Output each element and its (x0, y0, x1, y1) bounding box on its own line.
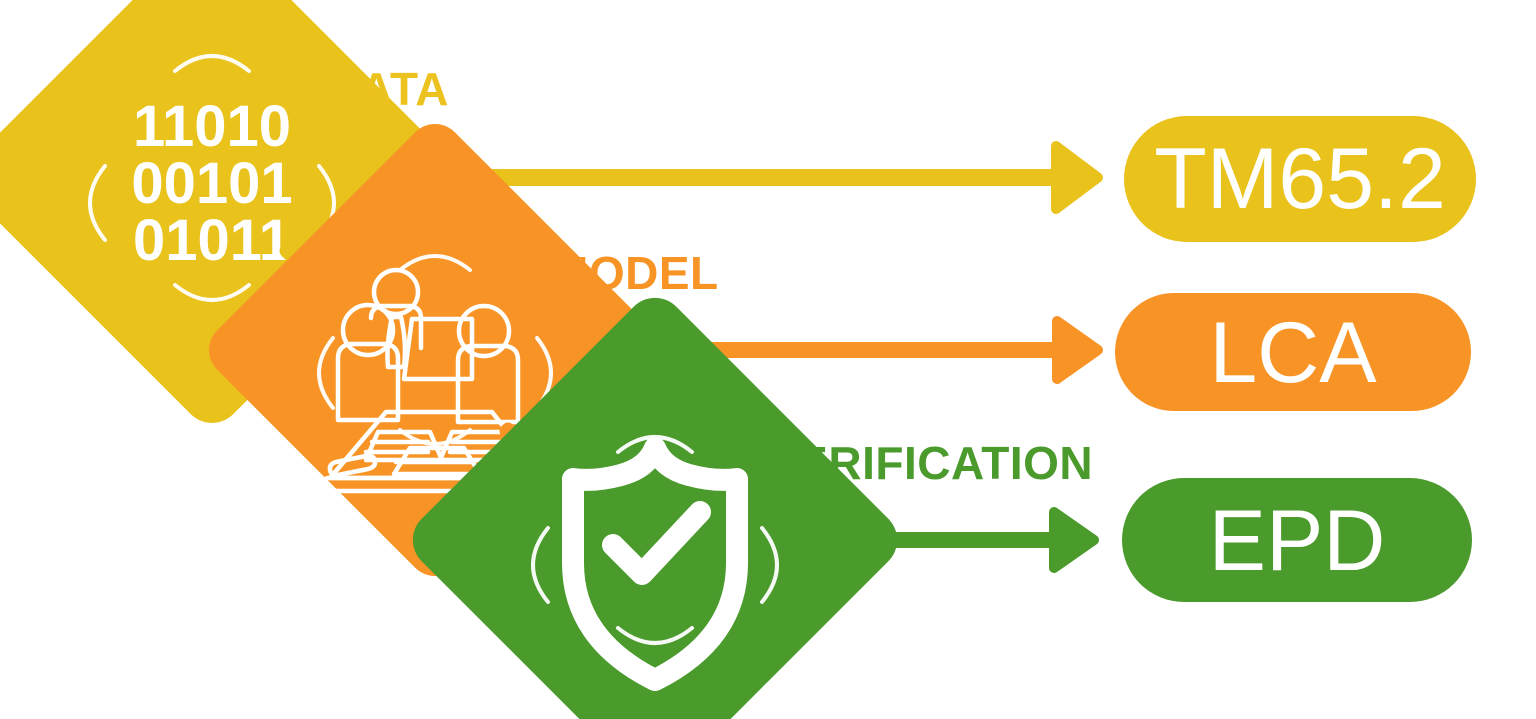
output-pill-tm65[interactable]: TM65.2 (1124, 116, 1476, 242)
binary-digit-rows: 11010 00101 01011 (131, 94, 292, 273)
arrow-shaft (358, 169, 1063, 186)
arrow-verification-to-epd (806, 507, 1099, 573)
binary-row-1: 00101 (131, 151, 292, 216)
binary-data-icon: 11010 00101 01011 (0, 0, 457, 423)
arrow-shaft (806, 532, 1068, 548)
pill-label: LCA (1209, 305, 1377, 401)
binary-row-2: 01011 (133, 208, 291, 273)
pencil-left (327, 453, 378, 478)
stage-label-model: MODEL (550, 247, 719, 299)
arrow-head (1052, 316, 1103, 384)
stage-label-verification: VERIFICATION (766, 437, 1094, 489)
stage-label-data: DATA (326, 63, 449, 115)
person-body-right (455, 343, 521, 425)
shield-check-icon (412, 297, 898, 719)
shield-outline (562, 437, 748, 691)
person-body-left (335, 341, 401, 423)
output-pill-epd[interactable]: EPD (1122, 478, 1472, 602)
person-head-left (340, 302, 396, 358)
verification-diamond-shape (412, 297, 898, 719)
arrow-head (1049, 507, 1099, 573)
person-head-center (371, 267, 421, 317)
pill-background (1115, 293, 1471, 411)
check-mark (602, 501, 711, 585)
pill-label: EPD (1209, 493, 1386, 589)
person-body-center (368, 303, 424, 351)
pill-background (1124, 116, 1476, 242)
output-pill-lca[interactable]: LCA (1115, 293, 1471, 411)
pill-background (1122, 478, 1472, 602)
arrow-head (1051, 141, 1103, 214)
person-head-right (456, 303, 512, 359)
pill-label: TM65.2 (1154, 131, 1446, 227)
stage-verification-group: EPD (412, 297, 1472, 719)
arrow-data-to-tm65 (358, 141, 1103, 214)
binary-row-0: 11010 (133, 94, 291, 159)
screen (401, 316, 475, 382)
stage-data-group: 11010 00101 01011 TM65.2 (0, 0, 1476, 423)
